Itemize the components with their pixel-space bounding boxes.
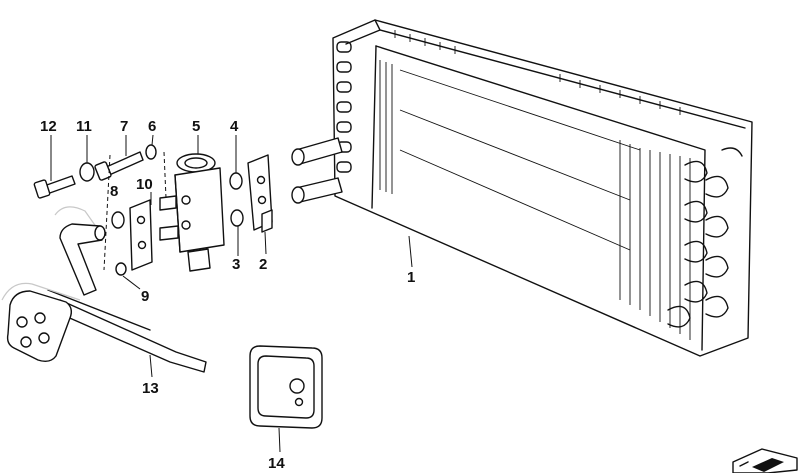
o-ring-part-3: [230, 209, 244, 227]
bolt-part-12: [33, 175, 76, 199]
gasket-part-14: [249, 345, 323, 429]
callout-1: 1: [407, 269, 415, 286]
washer-part-6: [145, 144, 157, 160]
bolt-part-7: [94, 151, 144, 181]
callout-4: 4: [230, 118, 239, 135]
callout-6: 6: [148, 118, 156, 135]
flange-plate-part-2: [247, 154, 273, 233]
callout-12: 12: [40, 118, 57, 135]
callout-8: 8: [110, 183, 118, 200]
callout-3: 3: [232, 256, 240, 273]
leader-lines: [50, 134, 413, 453]
callout-2: 2: [259, 256, 267, 273]
evaporator-part-1: [291, 19, 753, 357]
o-ring-part-4: [229, 172, 243, 190]
o-ring-part-9: [115, 262, 127, 276]
callout-14: 14: [268, 455, 285, 472]
washer-part-11: [79, 162, 95, 182]
callout-11: 11: [76, 118, 92, 135]
folder-arrow-icon[interactable]: [732, 448, 798, 473]
callout-10: 10: [136, 176, 153, 193]
valve-flange-part-10: [129, 199, 153, 271]
o-ring-part-8: [111, 211, 125, 229]
expansion-valve-part-5: [159, 153, 225, 272]
callout-13: 13: [142, 380, 159, 397]
callout-9: 9: [141, 288, 149, 305]
callout-7: 7: [120, 118, 128, 135]
pipe-assembly-part-13: [1, 206, 207, 373]
callout-5: 5: [192, 118, 200, 135]
